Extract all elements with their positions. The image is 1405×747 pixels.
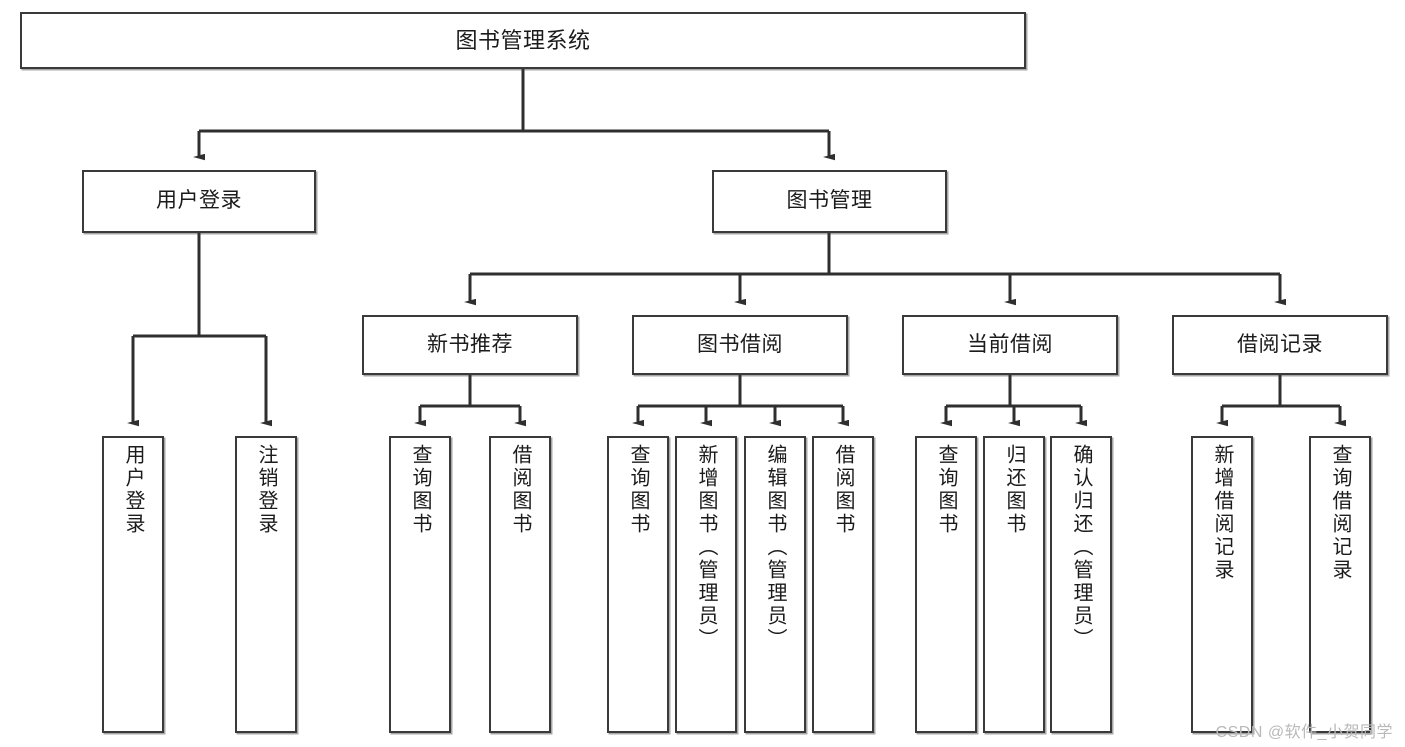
node-label: 借阅图书 bbox=[509, 444, 531, 536]
node-label: 新书推荐 bbox=[427, 332, 513, 356]
node-leaf-user-login[interactable]: 用户登录 bbox=[102, 436, 164, 733]
node-label: 用户登录 bbox=[122, 444, 144, 536]
node-label: 图书管理系统 bbox=[455, 27, 591, 53]
node-leaf-record-query-borrow-record[interactable]: 查询借阅记录 bbox=[1309, 436, 1371, 733]
node-label: 编辑图书（管理员） bbox=[764, 444, 786, 651]
node-label: 图书管理 bbox=[786, 189, 873, 213]
node-leaf-borrow-borrow-books[interactable]: 借阅图书 bbox=[812, 436, 874, 733]
node-label: 新增借阅记录 bbox=[1211, 444, 1233, 582]
node-label: 查询图书 bbox=[935, 444, 957, 536]
node-label: 注销登录 bbox=[255, 444, 277, 536]
node-user-login[interactable]: 用户登录 bbox=[82, 170, 316, 233]
node-label: 借阅图书 bbox=[832, 444, 854, 536]
node-label: 新增图书（管理员） bbox=[695, 444, 717, 651]
node-label: 当前借阅 bbox=[967, 332, 1053, 356]
node-label: 查询图书 bbox=[409, 444, 431, 536]
node-leaf-record-add-borrow-record[interactable]: 新增借阅记录 bbox=[1191, 436, 1253, 733]
node-book-management[interactable]: 图书管理 bbox=[712, 170, 947, 233]
node-borrow-record[interactable]: 借阅记录 bbox=[1172, 315, 1388, 375]
node-book-borrow[interactable]: 图书借阅 bbox=[632, 315, 848, 375]
node-leaf-current-return-books[interactable]: 归还图书 bbox=[983, 436, 1045, 733]
node-leaf-borrow-add-book-admin[interactable]: 新增图书（管理员） bbox=[675, 436, 737, 733]
node-leaf-logout[interactable]: 注销登录 bbox=[235, 436, 297, 733]
watermark: CSDN @软件_小贺同学 bbox=[1215, 724, 1393, 741]
node-leaf-borrow-query-books[interactable]: 查询图书 bbox=[607, 436, 669, 733]
node-leaf-newbook-query-books[interactable]: 查询图书 bbox=[389, 436, 451, 733]
node-new-book-recommendation[interactable]: 新书推荐 bbox=[362, 315, 578, 375]
node-root-book-management-system[interactable]: 图书管理系统 bbox=[20, 12, 1026, 69]
node-leaf-borrow-edit-book-admin[interactable]: 编辑图书（管理员） bbox=[744, 436, 806, 733]
node-leaf-current-confirm-return-admin[interactable]: 确认归还（管理员） bbox=[1050, 436, 1112, 733]
node-current-borrow[interactable]: 当前借阅 bbox=[902, 315, 1118, 375]
node-leaf-newbook-borrow-books[interactable]: 借阅图书 bbox=[489, 436, 551, 733]
node-label: 查询图书 bbox=[627, 444, 649, 536]
node-label: 借阅记录 bbox=[1237, 332, 1323, 356]
node-label: 查询借阅记录 bbox=[1329, 444, 1351, 582]
node-label: 确认归还（管理员） bbox=[1070, 444, 1092, 651]
node-label: 归还图书 bbox=[1003, 444, 1025, 536]
node-label: 图书借阅 bbox=[697, 332, 783, 356]
node-leaf-current-query-books[interactable]: 查询图书 bbox=[915, 436, 977, 733]
node-label: 用户登录 bbox=[156, 189, 242, 213]
